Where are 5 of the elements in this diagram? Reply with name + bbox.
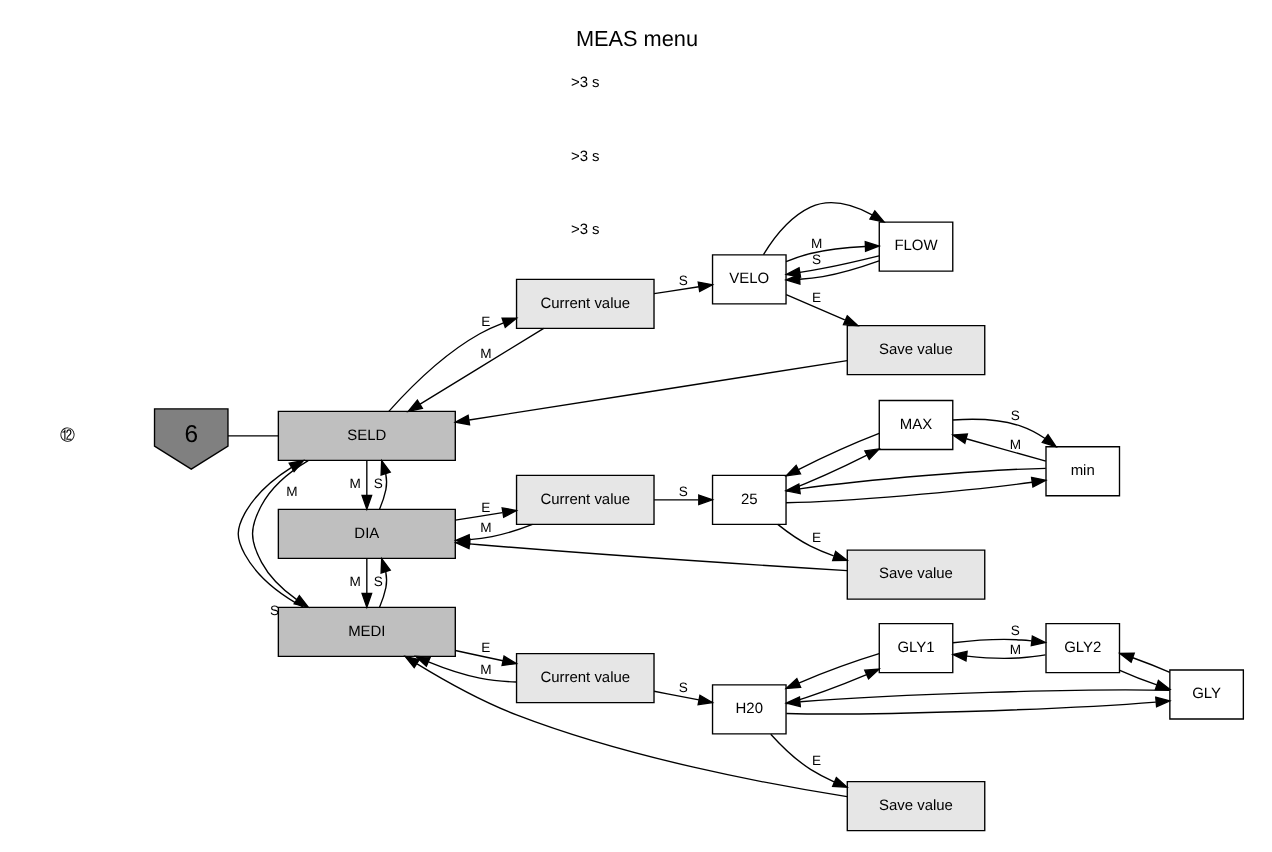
label: >3 s [569,219,599,238]
label: >3 s [569,145,599,164]
label: >3 s [569,72,599,91]
diagram-title: MEAS menu [574,27,698,52]
label: ⑫ [59,424,74,443]
